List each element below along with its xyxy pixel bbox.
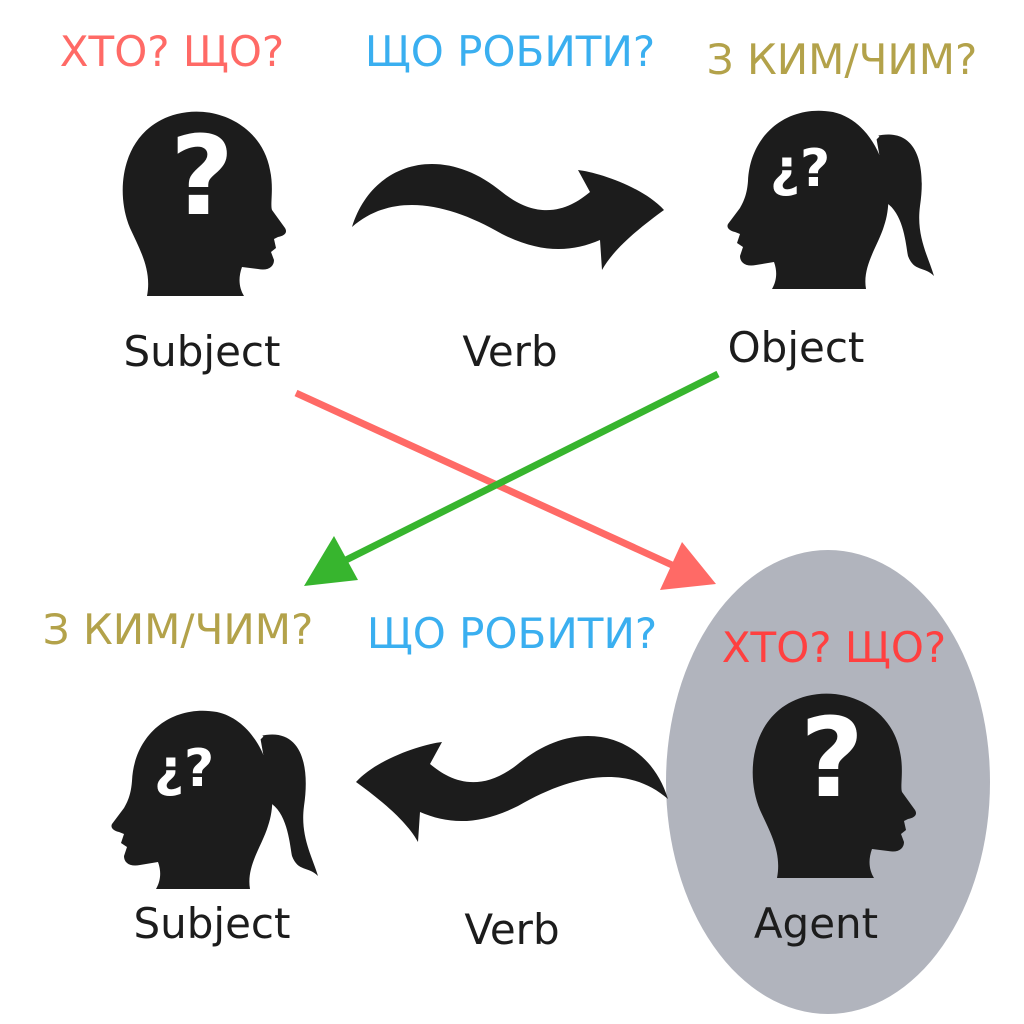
passive-subject-female-head-icon: ¿? <box>109 708 321 891</box>
red-cross-arrow <box>294 389 716 590</box>
passive-wavy-arrow-left-icon <box>356 735 668 842</box>
passive-verb-label: Verb <box>464 905 559 954</box>
passive-agent-question: ХТО? ЩО? <box>722 623 946 672</box>
green-cross-arrow <box>304 370 720 586</box>
passive-subject-label: Subject <box>133 899 290 948</box>
active-subject-label: Subject <box>123 327 280 376</box>
active-subject-male-head-icon: ? <box>122 111 287 296</box>
active-object-label: Object <box>728 323 865 372</box>
active-object-question: З КИМ/ЧИМ? <box>707 35 978 84</box>
passive-agent-male-head-icon: ? <box>752 693 917 878</box>
active-verb-label: Verb <box>462 327 557 376</box>
svg-text:?: ? <box>170 112 234 240</box>
passive-subject-question: З КИМ/ЧИМ? <box>43 605 314 654</box>
svg-text:¿?: ¿? <box>770 139 830 199</box>
svg-text:¿?: ¿? <box>154 739 214 799</box>
active-subject-question: ХТО? ЩО? <box>60 27 284 76</box>
active-wavy-arrow-right-icon <box>352 163 664 270</box>
active-verb-question: ЩО РОБИТИ? <box>365 27 655 76</box>
passive-verb-question: ЩО РОБИТИ? <box>367 609 657 658</box>
passive-agent-label: Agent <box>754 899 878 948</box>
svg-text:?: ? <box>800 694 864 822</box>
active-object-female-head-icon: ¿? <box>725 108 936 291</box>
